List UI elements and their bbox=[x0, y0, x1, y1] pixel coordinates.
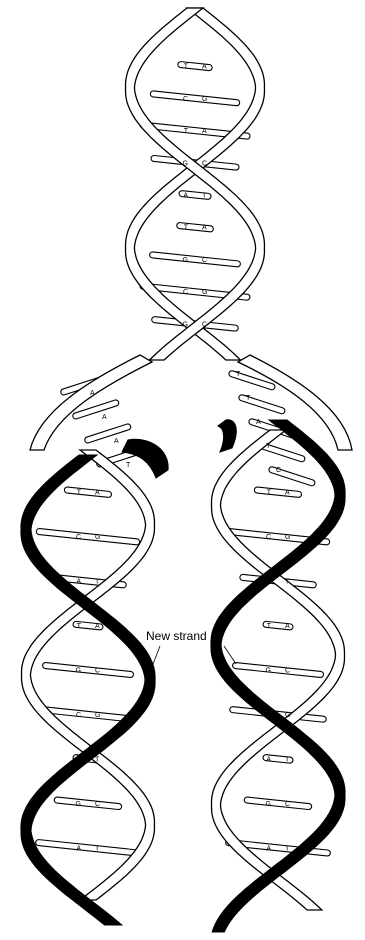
right-daughter-rung-0 bbox=[254, 487, 302, 498]
parent-base-left-3: G bbox=[183, 160, 188, 167]
left-daughter-base-left-0: T bbox=[77, 490, 82, 497]
parent-base-left-6: G bbox=[183, 257, 188, 264]
helix-strands bbox=[21, 8, 352, 932]
right-daughter-base-left-7: G bbox=[266, 801, 271, 808]
left-daughter-base-right-4: C bbox=[95, 668, 100, 675]
fork-right-base-4: C bbox=[276, 467, 281, 474]
fork-right-base-0: T bbox=[236, 371, 241, 378]
right-daughter-base-right-8: T bbox=[285, 845, 290, 852]
left-daughter-base-left-1: C bbox=[76, 534, 81, 541]
right-daughter-base-right-3: A bbox=[285, 623, 290, 630]
parent-base-right-1: G bbox=[202, 96, 207, 103]
fork-left-base-2: A bbox=[114, 438, 119, 445]
right-daughter-base-right-7: C bbox=[285, 801, 290, 808]
parent-rung-5 bbox=[176, 222, 213, 232]
left-daughter-base-left-5: C bbox=[76, 712, 81, 719]
right-daughter-base-left-3: T bbox=[267, 623, 272, 630]
right-daughter-base-right-6: T bbox=[285, 756, 290, 763]
right-daughter-rung-7 bbox=[244, 797, 312, 810]
parent-rung-1 bbox=[150, 91, 240, 106]
right-daughter-base-right-2: T bbox=[285, 579, 290, 586]
parent-base-right-4: T bbox=[202, 193, 207, 200]
right-daughter-rung-4 bbox=[232, 662, 323, 678]
left-daughter-rung-7 bbox=[54, 797, 122, 810]
left-daughter-rung-8 bbox=[35, 839, 140, 856]
parent-base-right-2: A bbox=[202, 128, 207, 135]
parent-base-right-3: C bbox=[202, 160, 207, 167]
parent-base-left-0: T bbox=[184, 64, 189, 71]
parent-strand-2 bbox=[126, 8, 265, 360]
parent-base-right-5: A bbox=[202, 225, 207, 232]
parent-base-right-8: C bbox=[202, 321, 207, 328]
parent-strand-1 bbox=[126, 8, 265, 360]
left-daughter-base-right-6: T bbox=[95, 756, 100, 763]
left-daughter-base-left-8: A bbox=[76, 845, 81, 852]
right-daughter-base-right-5: G bbox=[285, 712, 290, 719]
left-daughter-base-left-3: T bbox=[77, 623, 82, 630]
left-daughter-rung-4 bbox=[42, 662, 133, 678]
fork-left-base-0: A bbox=[90, 390, 95, 397]
parent-base-right-7: G bbox=[202, 289, 207, 296]
left-daughter-base-right-2: T bbox=[95, 579, 100, 586]
parent-base-left-1: C bbox=[183, 96, 188, 103]
left-daughter-base-right-3: A bbox=[95, 623, 100, 630]
left-daughter-base-left-7: G bbox=[76, 801, 81, 808]
parent-base-left-8: G bbox=[183, 321, 188, 328]
fork-left-base-1: A bbox=[102, 414, 107, 421]
left-daughter-old-strand bbox=[22, 450, 155, 900]
right-daughter-base-right-0: A bbox=[285, 490, 290, 497]
parent-base-left-2: T bbox=[184, 128, 189, 135]
left-daughter-rung-1 bbox=[36, 528, 140, 545]
fork-left-rung-2 bbox=[84, 423, 132, 444]
fork-left-base-3: T bbox=[126, 462, 131, 469]
parent-base-left-4: A bbox=[183, 193, 188, 200]
parent-rung-6 bbox=[149, 252, 240, 268]
new-strand-tip-left bbox=[122, 439, 168, 478]
left-daughter-base-right-5: G bbox=[95, 712, 100, 719]
left-daughter-base-right-1: G bbox=[95, 534, 100, 541]
right-daughter-base-left-8: A bbox=[266, 845, 271, 852]
right-daughter-base-left-1: C bbox=[266, 534, 271, 541]
right-daughter-base-left-0: T bbox=[267, 490, 272, 497]
right-daughter-base-left-6: A bbox=[266, 756, 271, 763]
left-daughter-base-right-7: C bbox=[95, 801, 100, 808]
new-strand-tip-right bbox=[218, 420, 236, 452]
left-daughter-base-right-8: T bbox=[95, 845, 100, 852]
parent-base-right-6: C bbox=[202, 257, 207, 264]
fork-right-base-1: T bbox=[246, 395, 251, 402]
right-daughter-base-left-4: G bbox=[266, 668, 271, 675]
left-daughter-base-right-0: A bbox=[95, 490, 100, 497]
right-daughter-base-left-5: C bbox=[266, 712, 271, 719]
new-strand-label: New strand bbox=[146, 629, 207, 643]
left-daughter-base-left-2: A bbox=[76, 579, 81, 586]
new-strand-leader-left bbox=[150, 646, 160, 672]
left-daughter-base-left-6: A bbox=[76, 756, 81, 763]
left-daughter-base-left-4: G bbox=[76, 668, 81, 675]
fork-right-base-3: T bbox=[266, 443, 271, 450]
right-daughter-base-right-1: G bbox=[285, 534, 290, 541]
fork-right-base-2: A bbox=[256, 419, 261, 426]
parent-base-right-0: A bbox=[202, 64, 207, 71]
parent-base-left-7: C bbox=[183, 289, 188, 296]
right-daughter-base-left-2: A bbox=[266, 579, 271, 586]
parent-base-left-5: T bbox=[184, 225, 189, 232]
left-daughter-rung-0 bbox=[64, 487, 112, 498]
right-daughter-base-right-4: C bbox=[285, 668, 290, 675]
